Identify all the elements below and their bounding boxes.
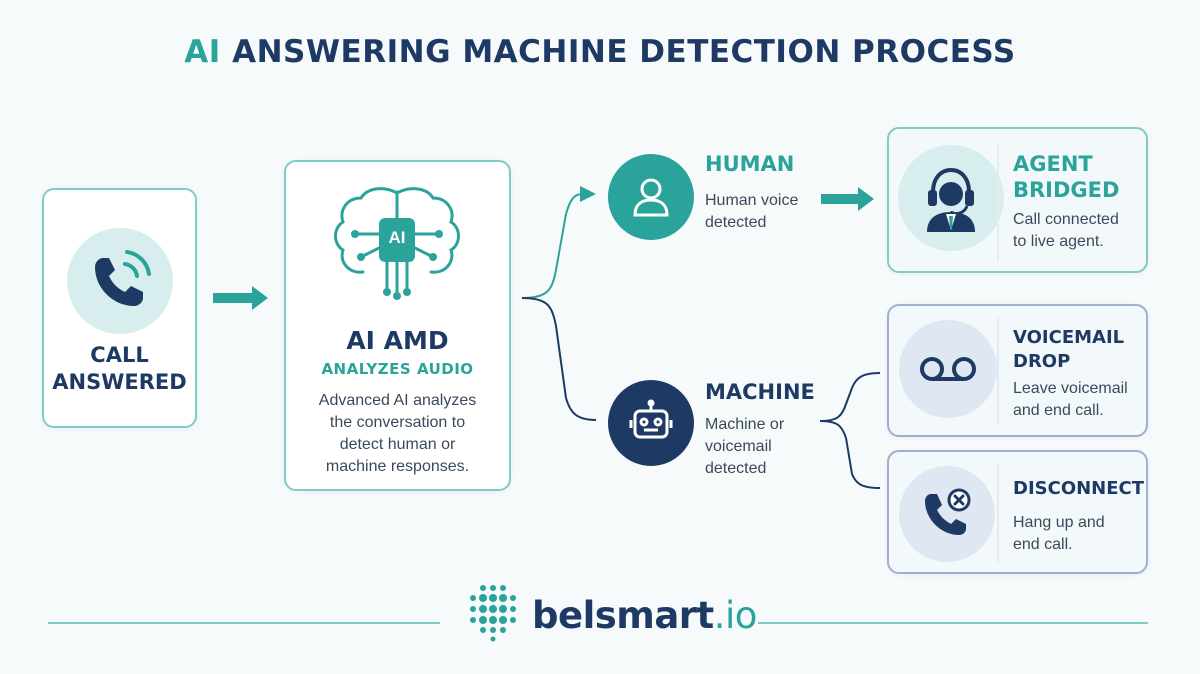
disconnect-desc-line: Hang up and [1013, 514, 1105, 531]
brand-logo-mark [466, 582, 520, 642]
call-heading-line-1: CALL [90, 343, 149, 367]
arrow-call-to-ai [213, 286, 268, 310]
agent-heading-line: AGENT [1013, 152, 1093, 176]
machine-desc-line: Machine or [705, 416, 785, 433]
voicemail-desc-line: Leave voicemail [1013, 380, 1128, 397]
card-divider [997, 464, 999, 562]
agent-desc-line: to live agent. [1013, 233, 1104, 250]
disconnect-card: DISCONNECT Hang up and end call. [887, 450, 1148, 574]
call-answered-card: CALL ANSWERED [42, 188, 197, 428]
ai-amd-card: AI AI AMD ANALYZES AUDIO Advanced AI ana… [284, 160, 511, 491]
ai-amd-heading: AI AMD [346, 326, 449, 355]
ai-desc-line: Advanced AI analyzes [318, 392, 477, 409]
agent-bridged-heading: AGENT BRIDGED [1013, 151, 1119, 203]
brand-tld: .io [713, 594, 758, 637]
card-divider [997, 318, 999, 424]
arrow-human-to-agent [821, 187, 874, 211]
branch-arrowhead [580, 186, 596, 202]
brand-name: belsmart [532, 594, 714, 637]
machine-desc-line: voicemail [705, 438, 772, 455]
disconnect-heading: DISCONNECT [1013, 478, 1145, 499]
voicemail-heading-line: DROP [1013, 351, 1071, 372]
ai-brain-icon: AI [327, 184, 467, 302]
disconnect-description: Hang up and end call. [1013, 512, 1105, 556]
phone-hangup-icon [899, 466, 995, 562]
call-answered-heading: CALL ANSWERED [44, 342, 195, 396]
human-user-icon [608, 154, 694, 240]
ai-desc-line: machine responses. [325, 458, 470, 475]
ai-amd-subheading: ANALYZES AUDIO [321, 360, 474, 378]
title-accent: AI [184, 34, 221, 70]
title-text: ANSWERING MACHINE DETECTION PROCESS [220, 34, 1016, 70]
branch-connector [521, 193, 597, 421]
agent-bridged-card: AGENT BRIDGED Call connected to live age… [887, 127, 1148, 273]
voicemail-drop-card: VOICEMAIL DROP Leave voicemail and end c… [887, 304, 1148, 437]
human-heading: HUMAN [705, 152, 795, 176]
call-heading-line-2: ANSWERED [52, 370, 187, 394]
robot-icon [608, 380, 694, 466]
disconnect-desc-line: end call. [1013, 536, 1073, 553]
card-divider [997, 143, 999, 261]
footer-divider-right [758, 622, 1148, 624]
ai-chip-label: AI [388, 228, 406, 247]
machine-heading: MACHINE [705, 380, 815, 404]
voicemail-desc-line: and end call. [1013, 402, 1104, 419]
voicemail-drop-description: Leave voicemail and end call. [1013, 378, 1128, 422]
human-desc-line: Human voice [705, 192, 799, 209]
machine-description: Machine or voicemail detected [705, 414, 784, 480]
footer-divider-left [48, 622, 440, 624]
machine-branch-connector [819, 372, 881, 489]
brand-wordmark: belsmart.io [532, 594, 757, 637]
voicemail-drop-heading: VOICEMAIL DROP [1013, 326, 1124, 374]
voicemail-icon [899, 320, 997, 418]
human-desc-line: detected [705, 214, 767, 231]
ai-desc-line: detect human or [339, 436, 456, 453]
phone-ringing-icon [67, 228, 173, 334]
ai-amd-description: Advanced AI analyzes the conversation to… [286, 390, 509, 478]
voicemail-heading-line: VOICEMAIL [1013, 327, 1125, 348]
human-description: Human voice detected [705, 190, 798, 234]
agent-desc-line: Call connected [1013, 211, 1119, 228]
page-title: AI ANSWERING MACHINE DETECTION PROCESS [0, 34, 1200, 70]
headset-agent-icon [898, 145, 1004, 251]
agent-bridged-description: Call connected to live agent. [1013, 209, 1119, 253]
ai-desc-line: the conversation to [329, 414, 466, 431]
agent-heading-line: BRIDGED [1013, 178, 1120, 202]
machine-desc-line: detected [705, 460, 767, 477]
